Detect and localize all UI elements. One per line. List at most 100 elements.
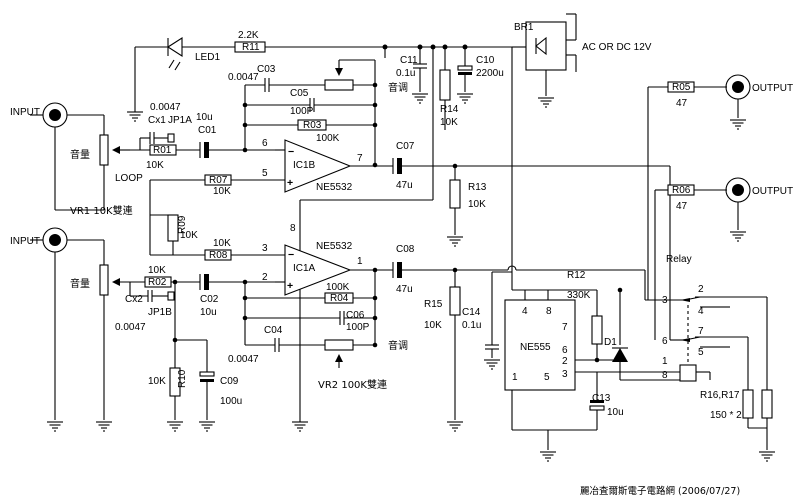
vr2-pot-bottom <box>324 339 354 351</box>
tone-bottom-label: 音调 <box>388 339 408 352</box>
c05-value: 100P <box>290 106 314 117</box>
r09-value: 10K <box>180 230 198 241</box>
ic1b <box>284 139 352 193</box>
r11-value: 2.2K <box>238 30 259 41</box>
c06-label: C06 <box>346 310 365 321</box>
c05-label: C05 <box>290 88 309 99</box>
r17 <box>761 389 773 419</box>
c09-value: 100u <box>220 396 242 407</box>
tone-top-label: 音调 <box>388 81 408 94</box>
c14-label: C14 <box>462 307 481 318</box>
r14-label: R14 <box>440 104 459 115</box>
r08-value: 10K <box>213 238 231 249</box>
r07-value: 10K <box>213 186 231 197</box>
c04-value: 0.0047 <box>228 354 259 365</box>
r07-label: R07 <box>209 175 228 186</box>
r06-label: R06 <box>672 185 691 196</box>
relay-coil <box>679 364 697 382</box>
vr1-label: VR1 10K雙連 <box>70 204 133 217</box>
jp1a <box>167 133 175 143</box>
cx2-label: Cx2 <box>125 294 143 305</box>
ne555 <box>504 299 576 391</box>
c13-value: 10u <box>607 407 624 418</box>
ic1b-pin-7: 7 <box>357 153 363 164</box>
r05-label: R05 <box>672 82 691 93</box>
svg-text:+: + <box>287 177 293 189</box>
c02-label: C02 <box>200 294 219 305</box>
r15-value: 10K <box>424 320 442 331</box>
volume-bottom-label: 音量 <box>70 277 90 290</box>
r16 <box>742 389 754 419</box>
r16-r17-value: 150 * 2 <box>710 410 742 421</box>
ne555-pin-7: 7 <box>562 322 568 333</box>
r16-r17-label: R16,R17 <box>700 390 740 401</box>
vr1-pot-top <box>99 134 109 166</box>
ic1-vcc-pin: 8 <box>290 223 296 234</box>
ic1a-pin-2: 2 <box>262 272 268 283</box>
relay-pin-2: 2 <box>698 284 704 295</box>
r02-value: 10K <box>148 265 166 276</box>
loop-label: LOOP <box>115 173 143 184</box>
r06-value: 47 <box>676 201 688 212</box>
ne555-pin-6: 6 <box>562 345 568 356</box>
r14 <box>439 69 451 101</box>
svg-text:−: − <box>288 146 294 158</box>
c10-value: 2200u <box>476 68 504 79</box>
ic1a-part: NE5532 <box>316 241 353 252</box>
input-bottom-label: INPUT <box>10 236 40 247</box>
c09-label: C09 <box>220 376 239 387</box>
c02-value: 10u <box>200 307 217 318</box>
ne555-pin-3: 3 <box>562 369 568 380</box>
output-jack-top <box>725 74 751 118</box>
c04-label: C04 <box>264 325 283 336</box>
relay-pin-8: 8 <box>662 370 668 381</box>
jp1b <box>167 291 175 301</box>
ne555-pin-1: 1 <box>512 372 518 383</box>
relay-pin-3: 3 <box>662 295 668 306</box>
r08-label: R08 <box>209 250 228 261</box>
ic1a-label: IC1A <box>293 263 316 274</box>
r15 <box>449 286 461 316</box>
r05-value: 47 <box>676 98 688 109</box>
relay-pin-6: 6 <box>662 336 668 347</box>
ne555-pin-8: 8 <box>546 306 552 317</box>
ne555-label: NE555 <box>520 342 551 353</box>
ne555-pin-2: 2 <box>562 356 568 367</box>
ic1b-pin-6: 6 <box>262 138 268 149</box>
cx2-value: 0.0047 <box>115 322 146 333</box>
output-bottom-label: OUTPUT <box>752 186 793 197</box>
svg-text:−: − <box>288 249 294 261</box>
ic1b-part: NE5532 <box>316 182 353 193</box>
ic1a-pin-3: 3 <box>262 243 268 254</box>
c01-value: 10u <box>196 112 213 123</box>
c13-label: C13 <box>592 393 611 404</box>
r02-label: R02 <box>148 277 167 288</box>
ne555-pin-5: 5 <box>544 372 550 383</box>
c11-label: C11 <box>400 55 418 66</box>
r10-value: 10K <box>148 376 166 387</box>
r13 <box>449 179 461 209</box>
jp1b-label: JP1B <box>148 307 172 318</box>
r15-label: R15 <box>424 299 443 310</box>
r04-value: 100K <box>326 282 350 293</box>
cx1-label: Cx1 <box>148 115 166 126</box>
r10-label: R10 <box>177 369 188 388</box>
r11-label: R11 <box>242 42 260 53</box>
footer-credit: 麗冶査爾斯電子電路網 (2006/07/27) <box>580 485 740 497</box>
r14-value: 10K <box>440 117 458 128</box>
volume-top-label: 音量 <box>70 148 90 161</box>
vr1-pot-bottom <box>99 264 109 296</box>
br1-label: BR1 <box>514 22 534 33</box>
relay-pin-1: 1 <box>662 356 668 367</box>
c03-value: 0.0047 <box>228 72 259 83</box>
r01-value: 10K <box>146 160 164 171</box>
r03-label: R03 <box>303 120 322 131</box>
d1 <box>612 348 628 362</box>
c01-label: C01 <box>198 125 217 136</box>
c08-label: C08 <box>396 244 415 255</box>
output-top-label: OUTPUT <box>752 83 793 94</box>
relay-label: Relay <box>666 254 692 265</box>
c08-value: 47u <box>396 284 413 295</box>
r12-value: 330K <box>567 290 591 301</box>
